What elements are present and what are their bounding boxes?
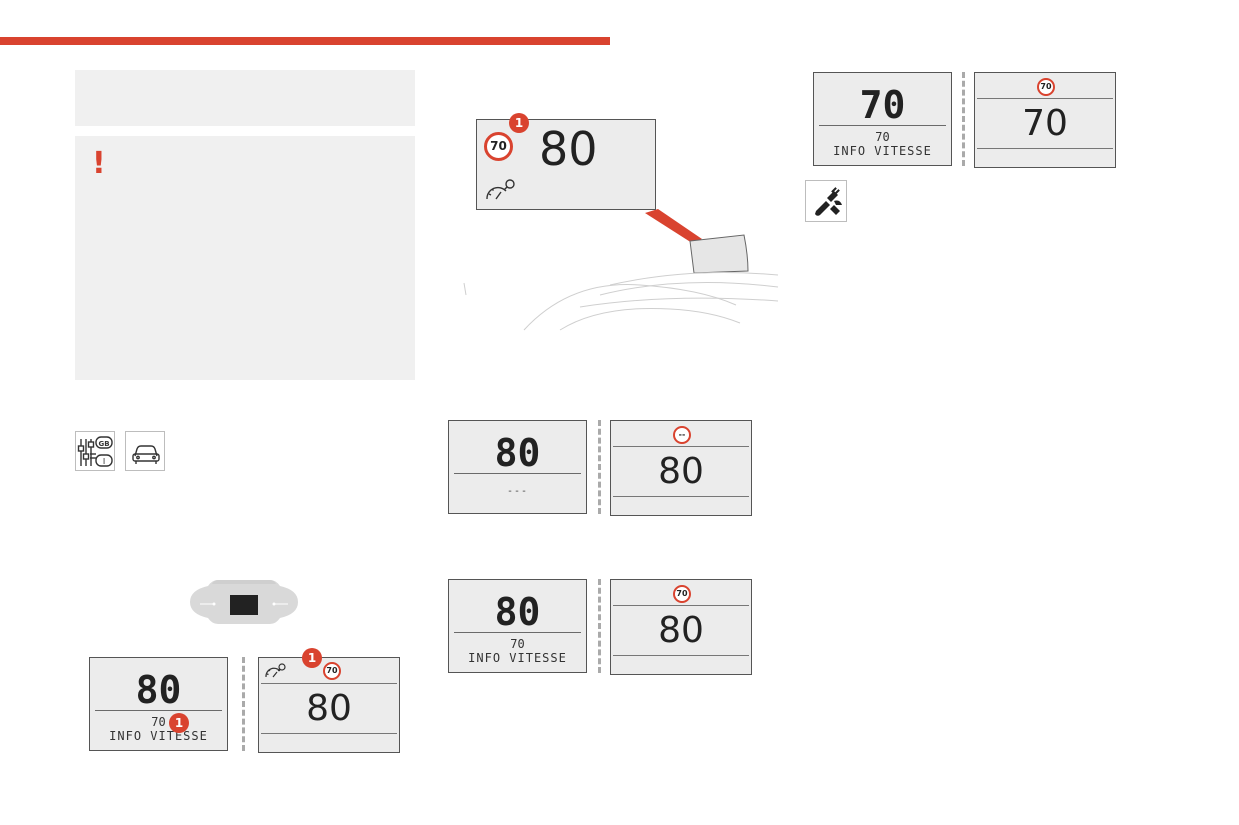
divider <box>962 72 965 166</box>
lcd-info-label: INFO VITESSE <box>468 651 567 665</box>
cluster-speed-limit-sign: 70 <box>323 662 341 680</box>
cluster-speed-limit-sign: 70 <box>1037 78 1055 96</box>
cluster-display-overspeed: 70 80 <box>610 579 752 675</box>
top-accent-bar <box>0 37 610 45</box>
lcd-speed-limit: 70 <box>510 637 525 651</box>
hud-speed-limit-sign: 70 <box>484 132 513 161</box>
lcd-speed-limit: 70 <box>875 130 890 144</box>
lcd-no-limit-dashes: --- <box>506 486 529 497</box>
hud-current-speed: 80 <box>539 122 598 176</box>
speedometer-camera-icon <box>264 662 286 684</box>
instrument-cluster-display: 70 80 <box>258 657 400 753</box>
warning-icon: ! <box>92 146 106 181</box>
divider <box>598 420 601 514</box>
cluster-display-no-limit: -- 80 <box>610 420 752 516</box>
car-icon <box>125 431 165 471</box>
callout-badge: 1 <box>169 713 189 733</box>
divider <box>242 657 245 751</box>
head-up-display: 70 80 <box>476 119 656 210</box>
dashboard-icon <box>188 578 300 624</box>
cluster-current-speed: 80 <box>306 688 352 729</box>
speedometer-camera-icon <box>485 178 515 206</box>
divider <box>598 579 601 673</box>
lcd-display-overspeed: 80 70 INFO VITESSE <box>448 579 587 673</box>
lcd-info-label: INFO VITESSE <box>833 144 932 158</box>
instrument-lcd-display: 80 70 INFO VITESSE <box>89 657 228 751</box>
callout-badge: 1 <box>302 648 322 668</box>
service-tools-icon <box>805 180 847 222</box>
lcd-info-label: INFO VITESSE <box>109 729 208 743</box>
info-panel <box>75 70 415 126</box>
lcd-speed-limit: 70 <box>151 715 166 729</box>
lcd-current-speed: 80 <box>494 590 541 634</box>
lcd-display-at-limit: 70 70 INFO VITESSE <box>813 72 952 166</box>
warning-panel <box>75 136 415 380</box>
cluster-display-at-limit: 70 70 <box>974 72 1116 168</box>
callout-badge: 1 <box>509 113 529 133</box>
svg-text:GB: GB <box>98 440 109 448</box>
lcd-current-speed: 80 <box>494 431 541 475</box>
lcd-current-speed: 80 <box>135 668 182 712</box>
cluster-current-speed: 80 <box>658 610 704 651</box>
svg-text:I: I <box>103 457 105 466</box>
cluster-current-speed: 80 <box>658 451 704 492</box>
settings-icon: GB I <box>75 431 115 471</box>
cluster-speed-limit-sign: 70 <box>673 585 691 603</box>
windshield-illustration <box>460 205 780 335</box>
cluster-speed-limit-sign: -- <box>673 426 691 444</box>
cluster-current-speed: 70 <box>1022 103 1068 144</box>
lcd-display-no-limit: 80 --- <box>448 420 587 514</box>
lcd-current-speed: 70 <box>859 83 906 127</box>
